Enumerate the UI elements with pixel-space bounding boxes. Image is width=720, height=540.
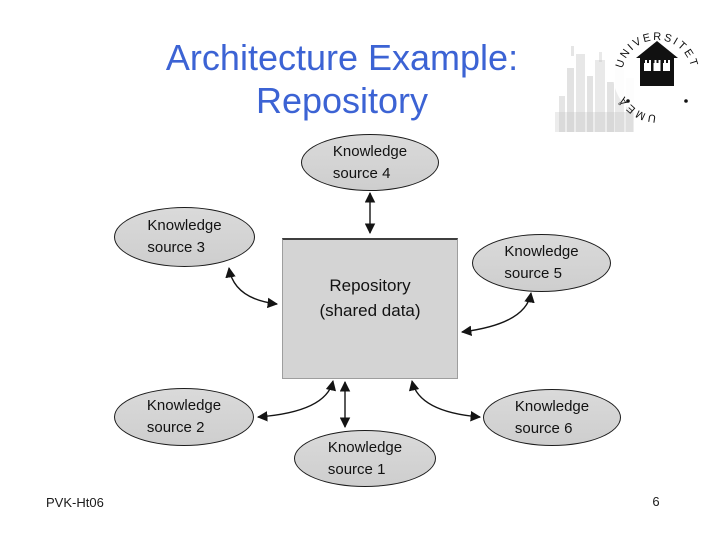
title-line-1: Architecture Example: bbox=[165, 37, 519, 78]
footer-course-code: PVK-Ht06 bbox=[46, 495, 104, 510]
arrow-source3-repository bbox=[225, 266, 279, 309]
repository-label: Repository (shared data) bbox=[319, 273, 420, 323]
repository-label-line1: Repository bbox=[329, 276, 411, 295]
node-label: Knowledge source 1 bbox=[327, 438, 403, 478]
node-knowledge-source-3: Knowledge source 3 bbox=[114, 207, 255, 267]
node-label: Knowledge source 3 bbox=[147, 217, 222, 256]
footer-page-number: 6 bbox=[652, 494, 660, 509]
repository-label-line2: (shared data) bbox=[319, 301, 421, 320]
arrow-source2-repository bbox=[256, 379, 337, 422]
node-label: Knowledge source 6 bbox=[514, 397, 590, 437]
seal-house-icon bbox=[626, 41, 688, 103]
node-knowledge-source-6: Knowledge source 6 bbox=[483, 389, 621, 446]
seal-reindeer-marks bbox=[644, 60, 670, 71]
node-knowledge-source-1: Knowledge source 1 bbox=[294, 430, 436, 487]
node-knowledge-source-4: Knowledge source 4 bbox=[301, 134, 439, 191]
arrow-source5-repository bbox=[460, 291, 535, 337]
title-line-2: Repository bbox=[255, 80, 429, 121]
slide-title: Architecture Example: Repository bbox=[0, 36, 684, 122]
umea-university-logo: UNIVERSITET UMEÅ bbox=[555, 31, 701, 132]
node-label: Knowledge source 2 bbox=[146, 397, 222, 436]
node-knowledge-source-5: Knowledge source 5 bbox=[472, 234, 611, 292]
arrow-source6-repository bbox=[408, 379, 482, 422]
node-knowledge-source-2: Knowledge source 2 bbox=[114, 388, 254, 446]
node-label: Knowledge source 4 bbox=[332, 142, 408, 182]
repository-box: Repository (shared data) bbox=[282, 238, 458, 379]
node-label: Knowledge source 5 bbox=[504, 243, 579, 282]
